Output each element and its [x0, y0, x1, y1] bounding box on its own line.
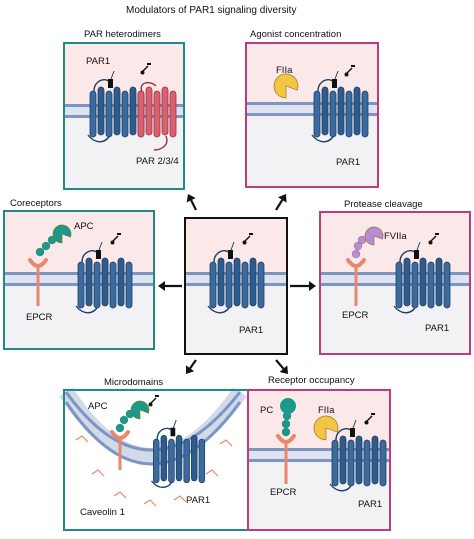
panel-center-border — [184, 217, 288, 355]
arrow-to-heterodimers — [186, 194, 197, 211]
heterodimers-title: PAR heterodimers — [84, 29, 161, 40]
panel-coreceptors — [3, 210, 155, 350]
arrow-to-coreceptors — [158, 281, 182, 291]
epcr-icon — [110, 430, 130, 470]
protease-fviia-label: FVIIa — [384, 231, 407, 242]
caveolin-icon — [75, 435, 233, 507]
protease-par1-label: PAR1 — [425, 323, 450, 334]
agonist-title: Agonist concentration — [250, 29, 342, 40]
arrow-to-microdomains — [186, 359, 197, 374]
membrane-occupancy — [248, 448, 390, 462]
occupancy-pc-label: PC — [260, 405, 274, 416]
microdomains-par1-label: PAR1 — [186, 495, 211, 506]
arrow-to-occupancy — [275, 359, 288, 374]
apc-icon — [52, 224, 72, 244]
arrow-to-protease — [290, 281, 316, 291]
protease-epcr-label: EPCR — [342, 310, 369, 321]
apc-icon — [130, 400, 150, 420]
epcr-icon — [276, 434, 296, 484]
panel-agonist-border — [245, 42, 379, 188]
epcr-icon — [346, 258, 366, 306]
center-par1-label: PAR1 — [239, 325, 264, 336]
panel-heterodimers-border — [63, 42, 185, 190]
occupancy-epcr-label: EPCR — [270, 487, 297, 498]
coreceptors-apc-label: APC — [74, 221, 94, 232]
panel-center — [184, 217, 288, 355]
panel-agonist — [245, 42, 379, 188]
coreceptors-title: Coreceptors — [10, 198, 62, 209]
occupancy-fiia-label: FIIa — [318, 405, 335, 416]
protease-title: Protease cleavage — [344, 199, 423, 210]
heterodimers-par234-label: PAR 2/3/4 — [136, 156, 179, 167]
thrombin-pacman-icon — [273, 73, 299, 99]
panel-coreceptors-border — [3, 210, 155, 350]
arrow-to-agonist — [275, 194, 287, 211]
microdomains-apc-label: APC — [88, 401, 108, 412]
agonist-par1-label: PAR1 — [336, 157, 361, 168]
figure-title: Modulators of PAR1 signaling diversity — [126, 5, 297, 16]
agonist-fiia-label: FIIa — [276, 65, 293, 76]
panel-protease-border — [319, 211, 471, 355]
panel-heterodimers — [63, 42, 185, 190]
panel-occupancy — [247, 389, 391, 531]
par234-receptor-icon — [137, 81, 177, 151]
caveola-membrane — [59, 387, 247, 466]
heterodimers-par1-label: PAR1 — [86, 56, 111, 67]
microdomains-title: Microdomains — [104, 377, 164, 388]
thrombin-pacman-icon — [313, 415, 339, 441]
panel-occupancy-border — [247, 389, 391, 531]
epcr-icon — [28, 258, 48, 306]
pc-icon — [280, 398, 296, 414]
occupancy-par1-label: PAR1 — [358, 499, 383, 510]
coreceptors-epcr-label: EPCR — [26, 312, 53, 323]
panel-microdomains — [59, 387, 249, 531]
pc-chain-icon — [281, 411, 292, 437]
occupancy-title: Receptor occupancy — [268, 375, 355, 386]
fviia-icon — [364, 226, 384, 246]
panel-protease — [319, 211, 471, 355]
microdomains-caveolin-label: Caveolin 1 — [80, 507, 125, 518]
